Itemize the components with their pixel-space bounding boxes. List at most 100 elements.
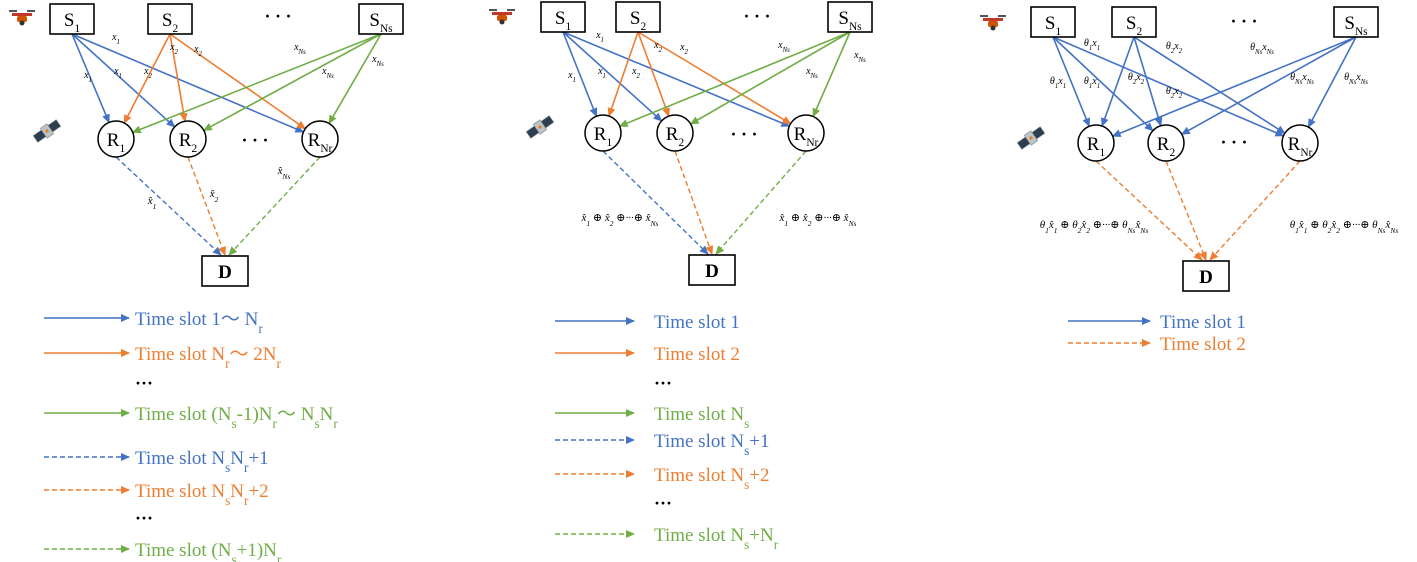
edge-label: θ2x2 xyxy=(1128,72,1145,86)
relay-node-3: RNr xyxy=(301,120,339,158)
relay-label: R1 xyxy=(1087,134,1106,159)
relay-node-3: RNr xyxy=(1281,124,1319,162)
source-node-2: S2 xyxy=(1111,6,1157,38)
edge-label: x1 xyxy=(113,66,122,80)
relay-label: R1 xyxy=(594,124,613,149)
source-node-3: SNs xyxy=(358,3,404,35)
legend-item: Time slot Ns+Nr xyxy=(555,525,779,552)
relay-circle xyxy=(584,114,622,152)
relay-node-2: R2 xyxy=(169,120,207,158)
drone-icon xyxy=(489,9,515,25)
sources-ellipsis: · · · xyxy=(1230,11,1257,31)
edge-r3-d xyxy=(228,156,321,256)
legend-label: Time slot 1～ Nr xyxy=(135,309,263,336)
relay-destination-edges xyxy=(602,150,807,255)
edge-label: θNsxNs xyxy=(1344,72,1368,86)
source-label: S1 xyxy=(1045,13,1062,38)
relay-node-1: R1 xyxy=(97,120,135,158)
legend-item: ··· xyxy=(654,493,672,513)
edge-s2-r2 xyxy=(1133,36,1163,127)
source-box xyxy=(1333,6,1379,38)
edge-s2-r3 xyxy=(169,33,307,130)
legend-item: Time slot (Ns+1)Nr xyxy=(44,540,282,562)
legend-label: Time slot Ns+2 xyxy=(654,465,770,492)
edge-label: x2 xyxy=(653,40,662,54)
edge-label: x2 xyxy=(169,42,178,56)
edge-label: θ1x1 xyxy=(1084,76,1100,90)
relay-circle xyxy=(169,120,207,158)
edge-s1-r1 xyxy=(562,31,598,118)
destination-node: D xyxy=(688,254,736,286)
relay-label: R2 xyxy=(1157,134,1176,159)
edge-s2-r3 xyxy=(1133,36,1286,134)
edge-label: xNs xyxy=(777,40,790,54)
source-relay-edges xyxy=(562,31,851,127)
edge-label: xNs xyxy=(853,50,866,64)
edge-s3-r3 xyxy=(328,33,382,125)
edge-s3-r2 xyxy=(1180,36,1357,135)
edge-label: x2 xyxy=(679,42,688,56)
edge-label: θ2x2 xyxy=(1166,86,1183,100)
destination-box xyxy=(201,255,249,287)
source-node-2: S2 xyxy=(615,1,661,33)
edge-s1-r3 xyxy=(562,31,791,127)
legend-item: Time slot NsNr+1 xyxy=(44,448,269,475)
edge-s2-r1 xyxy=(607,31,639,117)
source-box xyxy=(1111,6,1157,38)
relay-label: RNr xyxy=(1288,134,1313,159)
relay-node-2: R2 xyxy=(1147,124,1185,162)
destination-node: D xyxy=(1182,260,1230,292)
relay-node-1: R1 xyxy=(584,114,622,152)
edge-s2-r1 xyxy=(123,33,171,124)
relay-label: R2 xyxy=(179,130,198,155)
legend-item: Time slot 2 xyxy=(555,344,740,365)
relays-ellipsis: · · · xyxy=(730,124,757,144)
source-box xyxy=(827,1,873,33)
sources-ellipsis: · · · xyxy=(264,6,291,26)
source-node-1: S1 xyxy=(1030,6,1076,38)
source-label: S2 xyxy=(630,8,647,33)
edge-r2-d xyxy=(187,156,226,256)
relay-label: R1 xyxy=(107,130,126,155)
edge-s2-r2 xyxy=(637,31,670,118)
edge-s3-r1 xyxy=(618,31,851,127)
source-node-3: SNs xyxy=(1333,6,1379,38)
edge-s3-r1 xyxy=(131,33,382,134)
source-box xyxy=(615,1,661,33)
legend-label: Time slot Ns+Nr xyxy=(654,525,779,552)
relays-ellipsis: · · · xyxy=(241,130,268,150)
destination-label: D xyxy=(218,262,232,283)
edge-s1-r2 xyxy=(71,33,176,128)
legend-item: Time slot 1 xyxy=(1068,312,1246,333)
source-label: S2 xyxy=(1126,13,1143,38)
source-box xyxy=(147,3,193,35)
destination-label: D xyxy=(1199,267,1213,288)
legend-item: ··· xyxy=(135,373,153,393)
source-box xyxy=(49,3,95,35)
source-node-3: SNs xyxy=(827,1,873,33)
relay-circle xyxy=(1281,124,1319,162)
edge-label: θ1x1 xyxy=(1050,76,1066,90)
edge-label: θ1x1 xyxy=(1084,38,1100,52)
legend-label: Time slot Ns+1 xyxy=(654,431,770,458)
edge-r3-d xyxy=(1209,160,1301,261)
source-label: S1 xyxy=(555,8,572,33)
edge-s1-r1 xyxy=(71,33,110,124)
legend-label: Time slot 2 xyxy=(1160,334,1246,355)
relay-label: RNr xyxy=(308,130,333,155)
relay-circle xyxy=(656,114,694,152)
legend-item: Time slot Ns+2 xyxy=(555,465,770,492)
edge-label: xNs xyxy=(321,66,334,80)
source-relay-edges xyxy=(1052,36,1357,137)
legend-ellipsis: ··· xyxy=(135,508,153,528)
relay-node-2: R2 xyxy=(656,114,694,152)
relay-output-label: x̂1 ⊕ x̂2 ⊕···⊕ x̂Ns xyxy=(779,212,857,228)
edge-s3-r1 xyxy=(1111,36,1357,137)
